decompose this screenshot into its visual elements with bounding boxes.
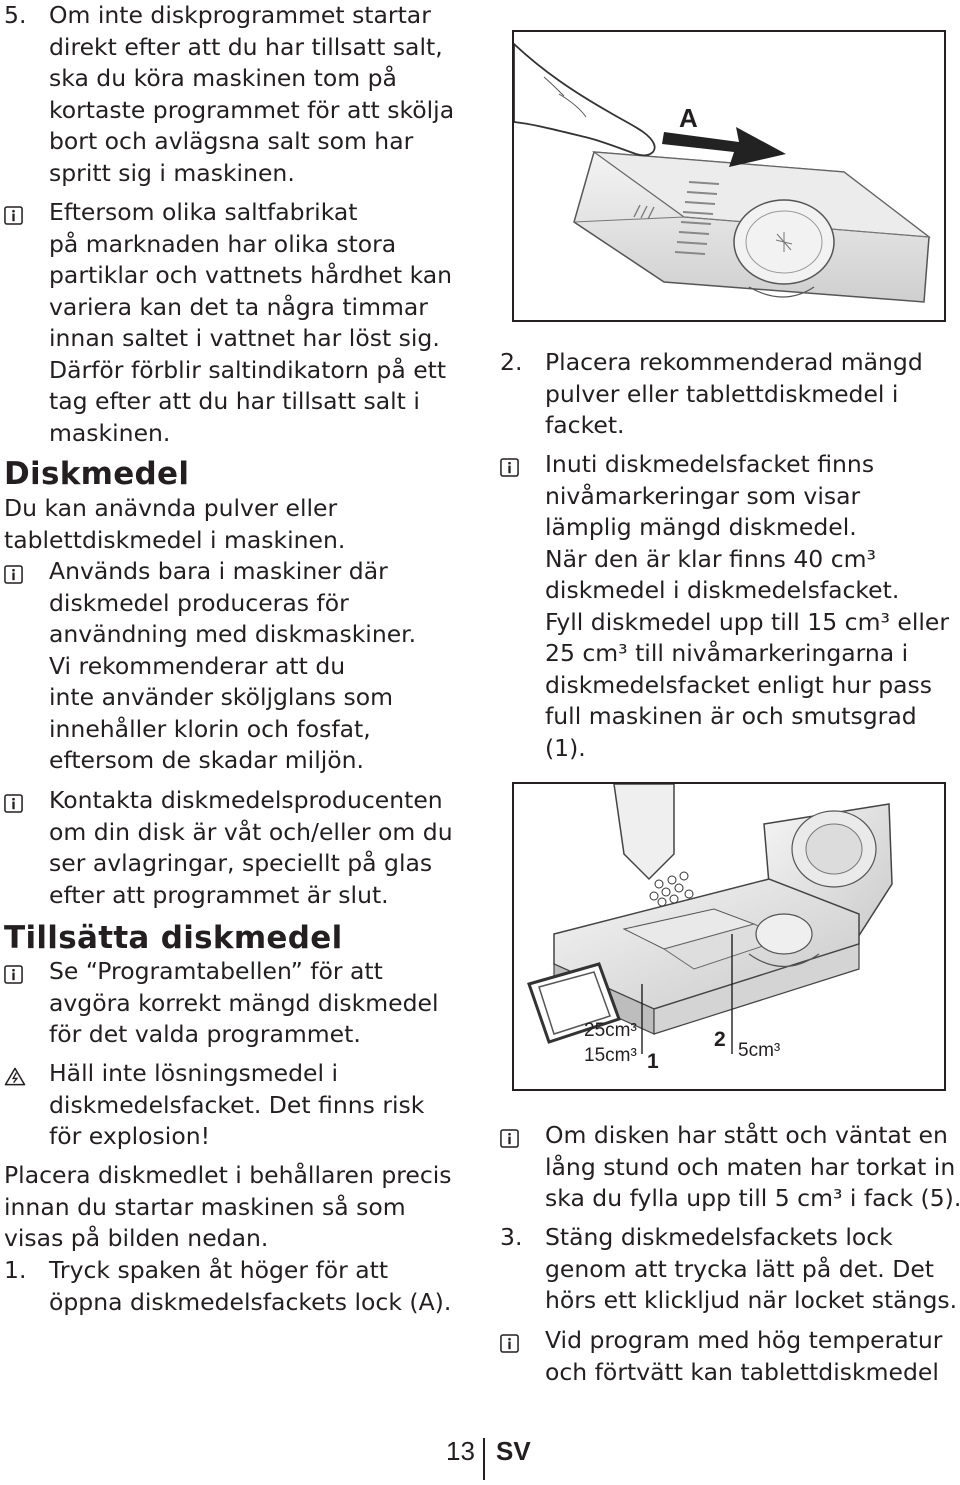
info-note-programtabell: Se “Programtabellen” för att avgöra korr… <box>4 956 519 1051</box>
step-2: 2. Placera rekommenderad mängd pulver el… <box>500 347 960 442</box>
footer-divider <box>483 1438 485 1480</box>
note-text: Kontakta diskmedelsproducenten om din di… <box>49 786 453 909</box>
label-2: 2 <box>714 1028 726 1051</box>
label-5cm3: 5cm³ <box>738 1040 780 1061</box>
warning-icon <box>4 1058 26 1090</box>
step-text: Stäng diskmedelsfackets lock genom att t… <box>545 1223 958 1314</box>
info-note-levels: Inuti diskmedelsfacket finns nivåmarkeri… <box>500 449 960 764</box>
step-1: 1. Tryck spaken åt höger för att öppna d… <box>4 1255 519 1318</box>
heading-diskmedel: Diskmedel <box>4 456 190 492</box>
dispenser-open-illustration: 25cm³ 15cm³ 1 2 5cm³ <box>527 783 893 1073</box>
step-number: 2. <box>500 348 523 376</box>
label-25cm3: 25cm³ <box>584 1020 637 1041</box>
intro-placera: Placera diskmedlet i behållaren precis i… <box>4 1161 452 1252</box>
page-number: 13 <box>446 1436 475 1466</box>
figure-fill-detergent: 25cm³ 15cm³ 1 2 5cm³ <box>512 782 946 1091</box>
step-number: 5. <box>4 1 27 29</box>
note-text: Används bara i maskiner där diskmedel pr… <box>49 557 417 774</box>
heading-tillsatta: Tillsätta diskmedel <box>4 920 343 956</box>
label-1: 1 <box>647 1050 659 1073</box>
info-note-usage: Används bara i maskiner där diskmedel pr… <box>4 556 519 777</box>
step-text: Tryck spaken åt höger för att öppna disk… <box>49 1256 452 1316</box>
info-icon <box>4 956 23 988</box>
warning-text: Häll inte lösningsmedel i diskmedelsfack… <box>49 1059 425 1150</box>
label-a: A <box>679 103 698 133</box>
page-footer: 13 SV <box>0 1432 960 1482</box>
note-text: Vid program med hög temperatur och förtv… <box>545 1326 943 1386</box>
note-text: Eftersom olika saltfabrikat på marknaden… <box>49 198 453 447</box>
step-3: 3. Stäng diskmedelsfackets lock genom at… <box>500 1222 960 1317</box>
info-icon <box>500 1120 519 1152</box>
note-text: Se “Programtabellen” för att avgöra korr… <box>49 957 439 1048</box>
step-number: 1. <box>4 1256 27 1284</box>
step-text: Om inte diskprogrammet startar direkt ef… <box>49 1 455 187</box>
note-text: Om disken har stått och väntat en lång s… <box>545 1121 960 1212</box>
info-icon <box>4 197 23 229</box>
step-5: 5. Om inte diskprogrammet startar direkt… <box>4 0 519 189</box>
info-note-high-temp: Vid program med hög temperatur och förtv… <box>500 1325 960 1388</box>
language-code: SV <box>496 1436 531 1466</box>
step-text: Placera rekommenderad mängd pulver eller… <box>545 348 923 439</box>
intro-diskmedel: Du kan anävnda pulver eller tablettdiskm… <box>4 494 346 554</box>
step-number: 3. <box>500 1223 523 1251</box>
info-icon <box>500 449 519 481</box>
info-note-dried: Om disken har stått och väntat en lång s… <box>500 1120 960 1215</box>
label-15cm3: 15cm³ <box>584 1045 637 1066</box>
figure-open-lid: A <box>512 30 946 322</box>
dispenser-lever-illustration: A <box>513 41 931 303</box>
note-text: Inuti diskmedelsfacket finns nivåmarkeri… <box>545 450 949 762</box>
info-icon <box>4 556 23 588</box>
info-note-salt: Eftersom olika saltfabrikat på marknaden… <box>4 197 519 449</box>
info-note-contact: Kontakta diskmedelsproducenten om din di… <box>4 785 519 911</box>
info-icon <box>4 785 23 817</box>
warning-note: Häll inte lösningsmedel i diskmedelsfack… <box>4 1058 519 1153</box>
info-icon <box>500 1325 519 1357</box>
